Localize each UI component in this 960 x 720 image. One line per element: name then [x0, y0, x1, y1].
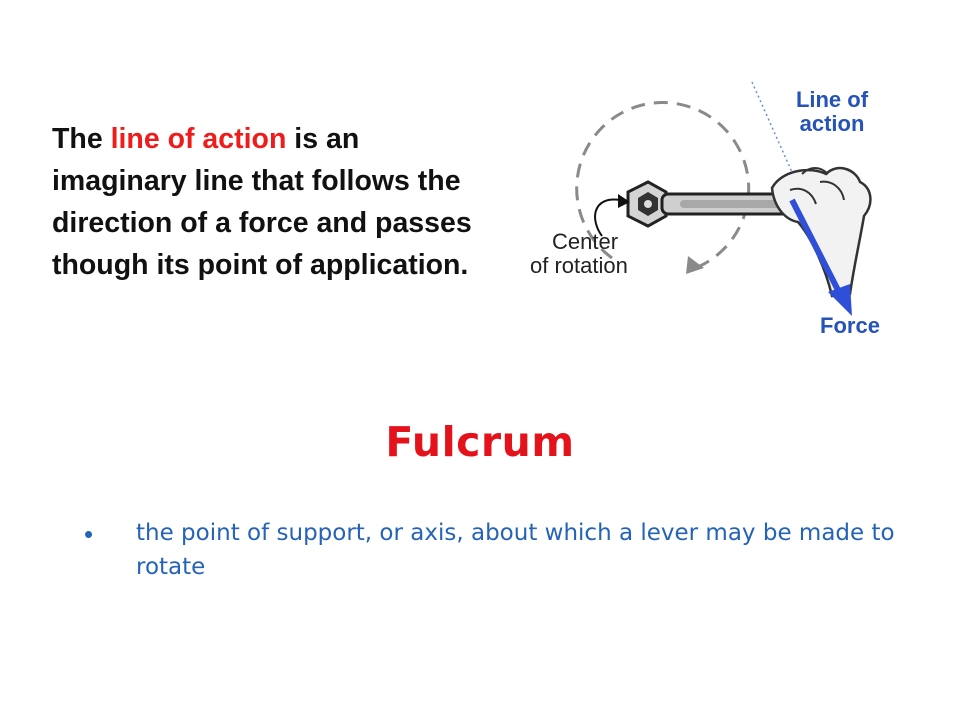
line-of-action-label-line1: Line of — [795, 87, 869, 112]
center-label-line2: of rotation — [530, 253, 628, 278]
center-of-rotation-label: Center of rotation — [530, 230, 690, 278]
line-of-action-label: Line of action — [782, 88, 882, 136]
line-of-action-definition: The line of action is an imaginary line … — [52, 118, 482, 286]
line-of-action-label-line2: action — [799, 111, 865, 136]
definition-text-start: The — [52, 123, 111, 155]
force-label: Force — [820, 313, 880, 338]
bullet-item: • the point of support, or axis, about w… — [84, 516, 904, 584]
center-pointer-arrowhead — [618, 194, 630, 208]
bullet-text: the point of support, or axis, about whi… — [136, 520, 895, 580]
definition-highlight: line of action — [110, 123, 287, 155]
force-arrow-shaft — [789, 198, 843, 296]
wrench-illustration — [575, 81, 872, 316]
wrench-diagram: Line of action Center of rotation Force — [520, 70, 920, 360]
bullet-list: • the point of support, or axis, about w… — [84, 516, 904, 584]
wrench — [626, 180, 814, 228]
rotation-arrowhead — [686, 256, 704, 274]
center-label-line1: Center — [552, 229, 619, 254]
center-pointer — [594, 198, 621, 237]
slide-title: Fulcrum — [385, 418, 575, 466]
force-arrowhead — [828, 284, 852, 316]
bullet-marker: • — [84, 519, 94, 549]
definition-text-end: is an imaginary line that follows the di… — [52, 123, 472, 281]
hand — [770, 166, 872, 298]
